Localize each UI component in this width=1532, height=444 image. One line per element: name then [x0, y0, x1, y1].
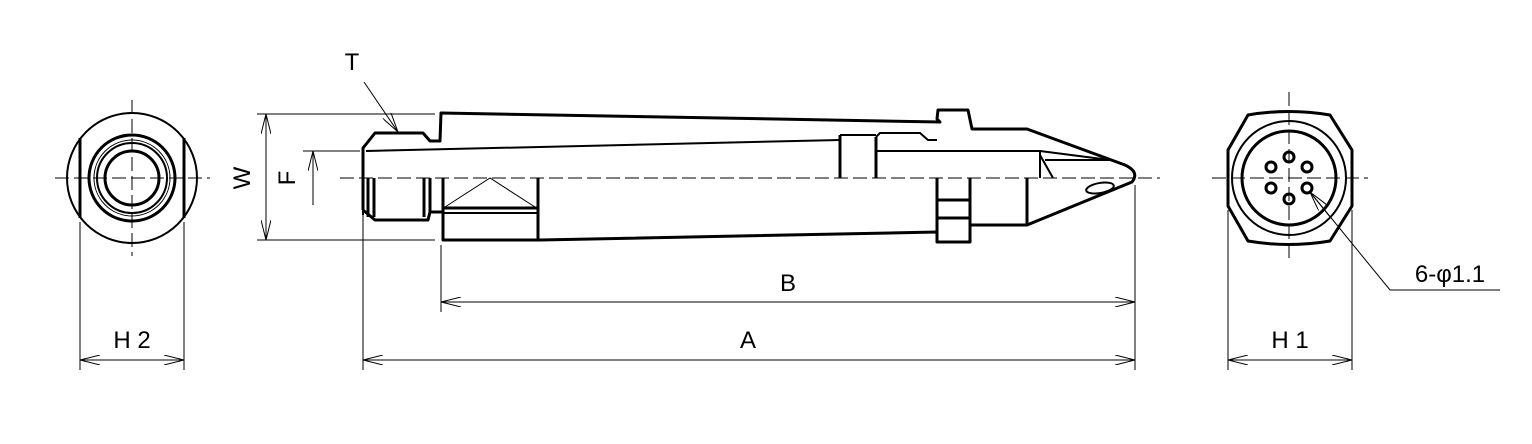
- dimension-w-label: W: [229, 166, 256, 189]
- dimension-f-label: F: [274, 171, 301, 186]
- dimension-b-label: B: [780, 270, 796, 297]
- length-dimensions: [362, 185, 1136, 370]
- thread-leader: [363, 81, 398, 132]
- dimension-h2-label: H 2: [113, 327, 150, 354]
- dimension-a-label: A: [740, 327, 756, 354]
- width-dimensions: [257, 113, 435, 241]
- hole-callout-label: 6-φ1.1: [1415, 261, 1485, 288]
- dimension-h1-label: H 1: [1271, 327, 1308, 354]
- hole-pattern: [1264, 150, 1314, 206]
- left-end-view: [55, 100, 210, 370]
- side-view: [340, 108, 1160, 244]
- right-end-view: [1212, 92, 1500, 370]
- thread-t-label: T: [345, 49, 360, 76]
